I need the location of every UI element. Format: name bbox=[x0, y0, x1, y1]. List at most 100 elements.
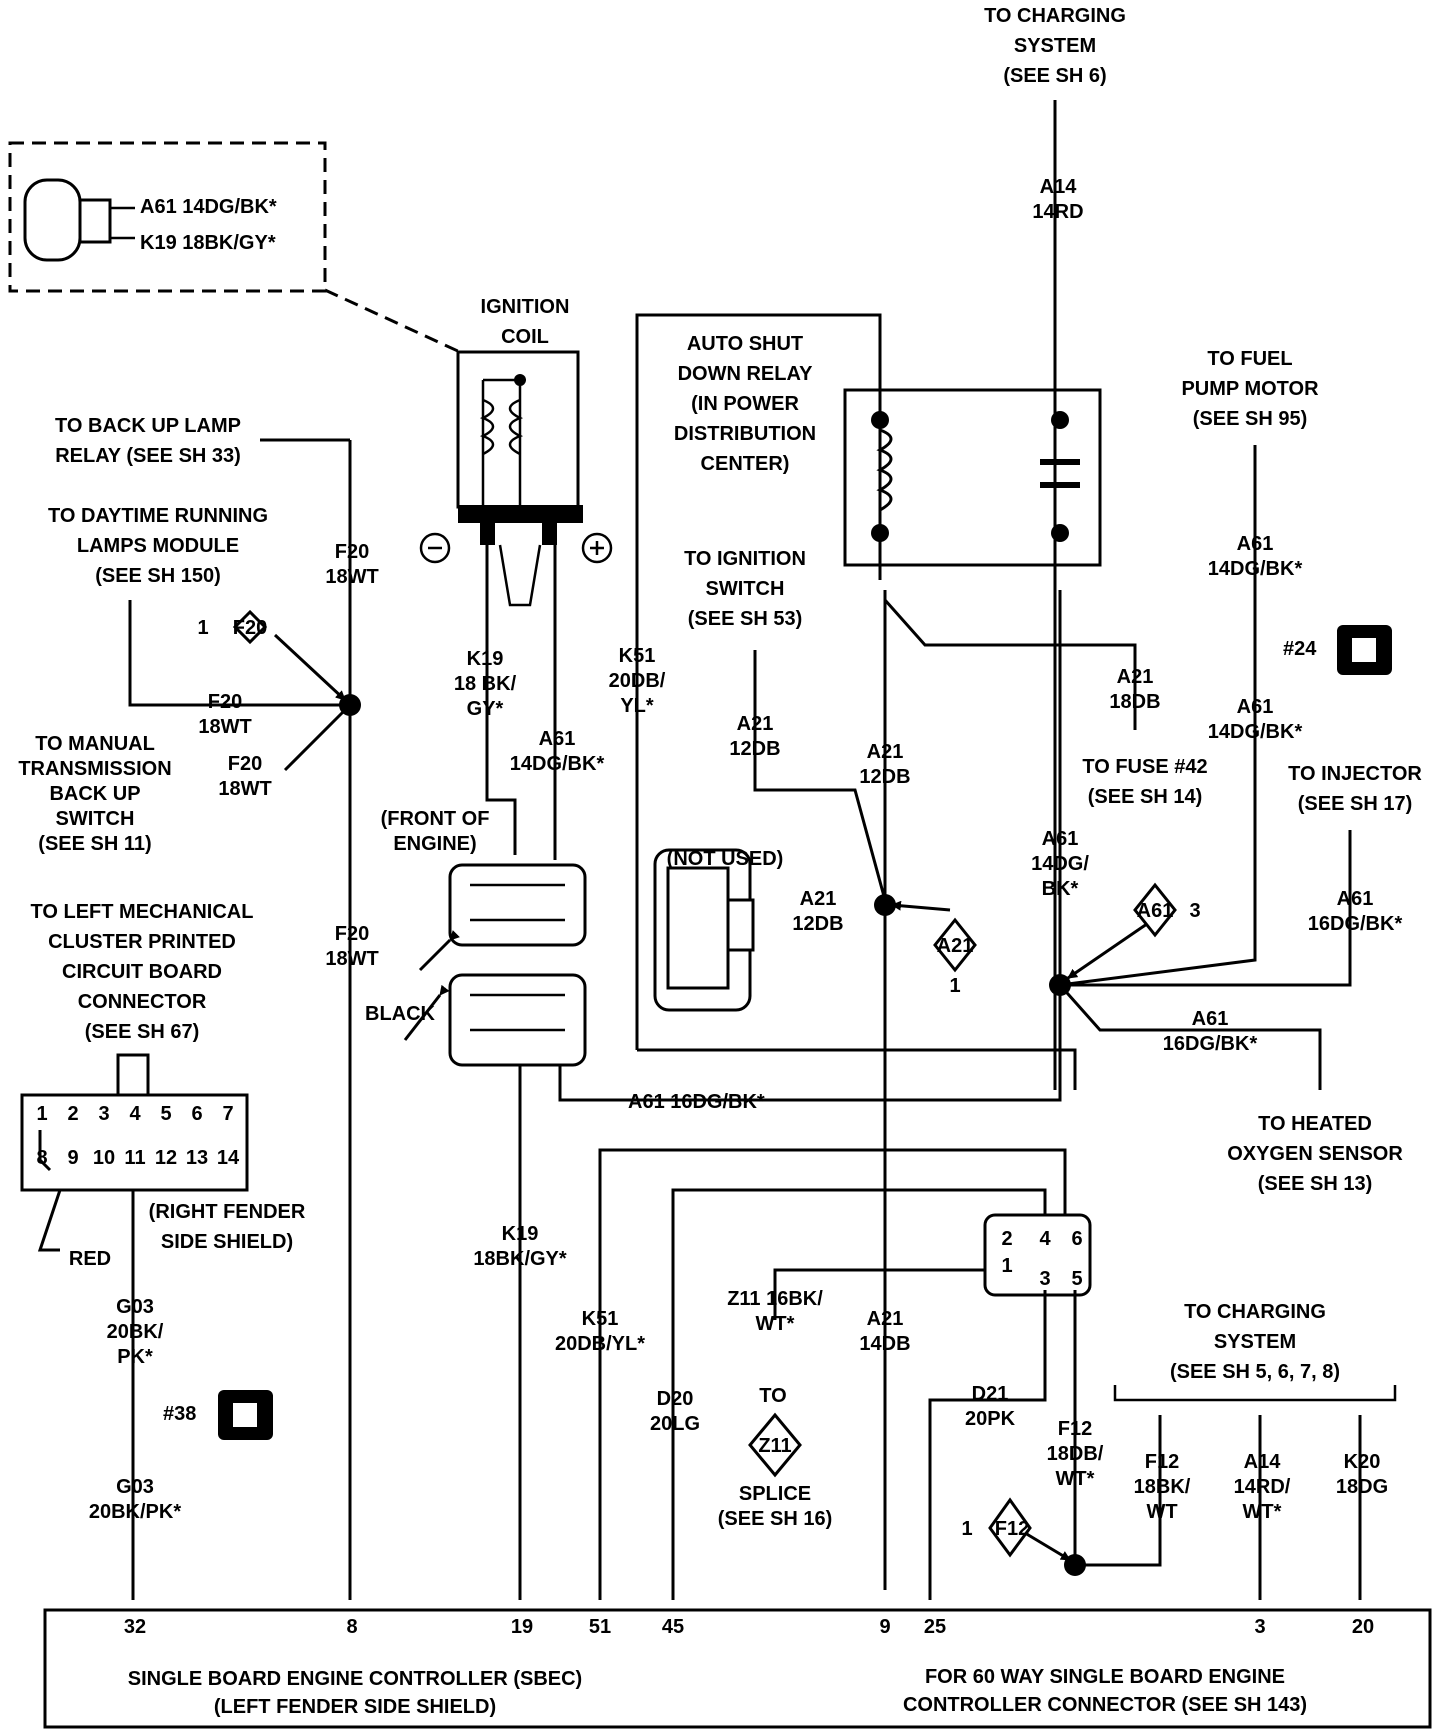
label-to-left-cluster: CIRCUIT BOARD bbox=[62, 961, 222, 983]
label-to-injector: TO INJECTOR bbox=[1288, 763, 1422, 785]
label-right-fender: (RIGHT FENDER bbox=[149, 1201, 306, 1223]
cs-bracket bbox=[1113, 1385, 1397, 1402]
cs-wires bbox=[1258, 1415, 1362, 1600]
label-conn24: #24 bbox=[1283, 638, 1317, 660]
label-to-backup-lamp: RELAY (SEE SH 33) bbox=[55, 445, 241, 467]
cam-connector bbox=[448, 973, 587, 1067]
label-asd-relay: DISTRIBUTION bbox=[674, 423, 816, 445]
label-a14-cs: WT* bbox=[1243, 1501, 1282, 1523]
label-d20: D20 bbox=[657, 1388, 694, 1410]
label-a21-splice: 12DB bbox=[792, 913, 843, 935]
label-to-charging-top: TO CHARGING bbox=[984, 5, 1126, 27]
label-to-injector: (SEE SH 17) bbox=[1298, 793, 1412, 815]
f12-diamond bbox=[988, 1497, 1032, 1558]
label-to-heated-o2: (SEE SH 13) bbox=[1258, 1173, 1372, 1195]
label-a61-inj: A61 bbox=[1337, 888, 1374, 910]
label-a61-coil: A61 bbox=[539, 728, 576, 750]
pin-label: 8 bbox=[346, 1616, 357, 1638]
label-sbec-conn: CONTROLLER CONNECTOR (SEE SH 143) bbox=[903, 1694, 1307, 1716]
label-front-engine: (FRONT OF bbox=[381, 808, 490, 830]
label-right-fender: SIDE SHIELD) bbox=[161, 1231, 293, 1253]
label-to-left-cluster: (SEE SH 67) bbox=[85, 1021, 199, 1043]
inset-latch bbox=[78, 198, 112, 244]
label-to-left-cluster: CONNECTOR bbox=[78, 991, 207, 1013]
label-k19: 18 BK/ bbox=[454, 673, 517, 695]
splice-a21-label: A21 bbox=[937, 935, 974, 957]
label-g03: 20BK/PK* bbox=[89, 1501, 181, 1523]
pin-label: 45 bbox=[662, 1616, 684, 1638]
black-arrow bbox=[403, 984, 450, 1041]
label-k19-lower: K19 bbox=[502, 1223, 539, 1245]
label-asd-relay: AUTO SHUT bbox=[687, 333, 803, 355]
inset-leads bbox=[110, 206, 135, 240]
label-ignition-coil: IGNITION bbox=[481, 296, 570, 318]
label-to-charging-bottom: TO CHARGING bbox=[1184, 1301, 1326, 1323]
label-z11: Z11 16BK/ bbox=[727, 1288, 823, 1310]
six-pin: 5 bbox=[1071, 1268, 1082, 1290]
label-inset-k19: K19 18BK/GY* bbox=[140, 232, 276, 254]
label-conn38: #38 bbox=[163, 1403, 196, 1425]
relay-coil bbox=[876, 428, 893, 512]
pin-label: 32 bbox=[124, 1616, 146, 1638]
label-k19: GY* bbox=[467, 698, 504, 720]
plus-icon bbox=[581, 532, 613, 564]
six-pin: 2 bbox=[1001, 1228, 1012, 1250]
f20-drl-wire bbox=[128, 600, 350, 707]
label-a61-heated: A61 bbox=[1192, 1008, 1229, 1030]
cluster-pin: 7 bbox=[222, 1103, 233, 1125]
label-z11-splice: (SEE SH 16) bbox=[718, 1508, 832, 1530]
six-pin: 4 bbox=[1039, 1228, 1051, 1250]
label-a14-cs: 14RD/ bbox=[1234, 1476, 1291, 1498]
a21-splice-node bbox=[874, 894, 896, 916]
label-red: RED bbox=[69, 1248, 111, 1270]
a61-diamond bbox=[1133, 882, 1177, 938]
label-to-charging-bottom: (SEE SH 5, 6, 7, 8) bbox=[1170, 1361, 1340, 1383]
coil-connector bbox=[448, 863, 587, 947]
label-a21-lower: A21 bbox=[867, 1308, 904, 1330]
a21-ign-wire bbox=[753, 650, 887, 901]
label-f20: F20 bbox=[335, 923, 369, 945]
label-to-fuel-pump: PUMP MOTOR bbox=[1181, 378, 1319, 400]
label-z11-splice: SPLICE bbox=[739, 1483, 811, 1505]
label-k51: 20DB/ bbox=[609, 670, 666, 692]
cluster-pin: 4 bbox=[129, 1103, 141, 1125]
label-f12-cs: 18BK/ bbox=[1134, 1476, 1191, 1498]
label-asd-relay: DOWN RELAY bbox=[678, 363, 813, 385]
f12-cs-wire bbox=[1075, 1415, 1162, 1567]
coil-terminal bbox=[480, 505, 495, 545]
connector-24-inner bbox=[1352, 638, 1376, 662]
splice-f12-label: F12 bbox=[995, 1518, 1029, 1540]
label-to-charging-bottom: SYSTEM bbox=[1214, 1331, 1296, 1353]
label-a61-fp: 14DG/BK* bbox=[1208, 721, 1303, 743]
label-f20: 18WT bbox=[218, 778, 271, 800]
a61-16dg-wire bbox=[558, 985, 1062, 1102]
cluster-pin: 14 bbox=[217, 1147, 240, 1169]
k51-wire bbox=[635, 313, 882, 1050]
label-asd-relay: (IN POWER bbox=[691, 393, 799, 415]
cluster-pin: 6 bbox=[191, 1103, 202, 1125]
label-a21: A21 bbox=[867, 741, 904, 763]
label-to-manual-trans: BACK UP bbox=[49, 783, 140, 805]
label-a21: 12DB bbox=[729, 738, 780, 760]
coil-secondary bbox=[479, 398, 495, 456]
label-k51-lower: K51 bbox=[582, 1308, 619, 1330]
label-to-fuse42: (SEE SH 14) bbox=[1088, 786, 1202, 808]
connector-38-inner bbox=[233, 1403, 257, 1427]
label-to-manual-trans: TO MANUAL bbox=[35, 733, 155, 755]
label-d21: 20PK bbox=[965, 1408, 1016, 1430]
pin-label: 20 bbox=[1352, 1616, 1374, 1638]
label-f20: 18WT bbox=[198, 716, 251, 738]
label-f20: F20 bbox=[335, 541, 369, 563]
k51-lower-wire bbox=[598, 1148, 1067, 1600]
cluster-pin: 9 bbox=[67, 1147, 78, 1169]
label-sbec-conn: FOR 60 WAY SINGLE BOARD ENGINE bbox=[925, 1666, 1285, 1688]
inset-connector bbox=[23, 178, 82, 262]
label-f12: WT* bbox=[1056, 1468, 1095, 1490]
cluster-pin: 12 bbox=[155, 1147, 177, 1169]
coil-node bbox=[514, 374, 526, 386]
sbec-box bbox=[43, 1608, 1432, 1729]
label-a21: 12DB bbox=[859, 766, 910, 788]
label-sbec: (LEFT FENDER SIDE SHIELD) bbox=[214, 1696, 496, 1718]
